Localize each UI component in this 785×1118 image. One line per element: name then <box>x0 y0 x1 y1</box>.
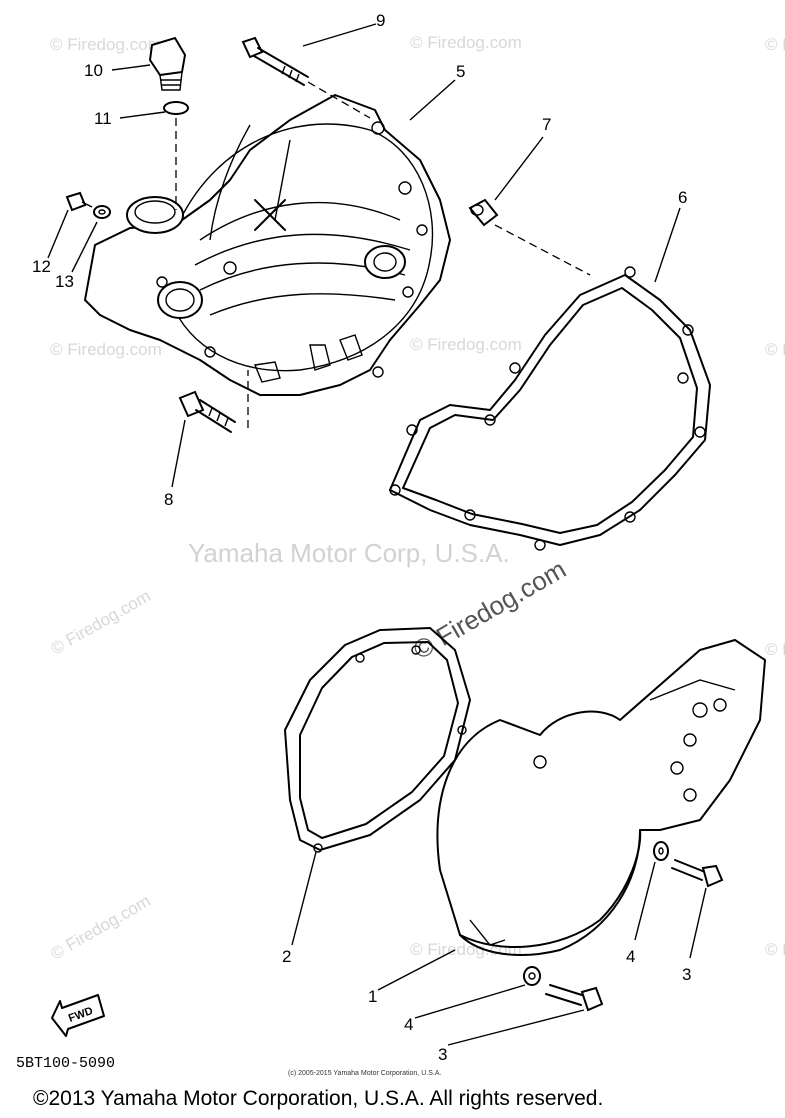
bolt-8 <box>178 370 249 433</box>
crankcase-cover <box>84 94 451 396</box>
watermark-text: © Firedog.com <box>765 340 785 359</box>
washer-4b <box>523 966 541 986</box>
washer-13 <box>93 205 111 219</box>
dowel-pin-7 <box>468 198 591 276</box>
watermark-text: © Firedog.com <box>48 891 154 963</box>
cover-gasket-upper <box>389 266 711 551</box>
watermark-text: © Firedog.com <box>765 35 785 54</box>
watermark-text: © Firedog.com <box>50 35 162 54</box>
cover-gasket-lower <box>284 627 471 853</box>
callout-13: 13 <box>55 272 74 291</box>
diagram-code: 5BT100-5090 <box>16 1055 115 1072</box>
watermark-text: © Firedog.com <box>410 940 522 959</box>
watermark-text: © Firedog.com <box>765 940 785 959</box>
o-ring-11 <box>163 101 189 210</box>
callout-10: 10 <box>84 61 103 80</box>
watermark-layer: © Firedog.com © Firedog.com © Firedog.co… <box>48 33 785 963</box>
watermark-text: © Firedog.com <box>410 335 522 354</box>
watermark-center: © Firedog.com <box>408 554 571 665</box>
callout-12: 12 <box>32 257 51 276</box>
bolt-3b <box>545 984 604 1012</box>
bolt-3a <box>671 859 724 888</box>
watermark-text: © Firedog.com <box>48 586 154 658</box>
callout-4b: 4 <box>404 1015 413 1034</box>
small-copyright: (c) 2005-2015 Yamaha Motor Corporation, … <box>288 1070 441 1077</box>
callout-8: 8 <box>164 490 173 509</box>
callout-6: 6 <box>678 188 687 207</box>
leader-lines <box>47 23 707 1046</box>
watermark-brand: Yamaha Motor Corp, U.S.A. <box>188 538 510 568</box>
callout-3a: 3 <box>682 965 691 984</box>
callout-4a: 4 <box>626 947 635 966</box>
watermark-text: © Firedog.com <box>410 33 522 52</box>
callout-7: 7 <box>542 115 551 134</box>
callout-1: 1 <box>368 987 377 1006</box>
callout-9: 9 <box>376 11 385 30</box>
oil-filler-plug-10 <box>148 36 187 91</box>
callout-2: 2 <box>282 947 291 966</box>
callout-labels: 9 5 7 6 10 11 12 13 8 2 1 4 3 4 3 <box>32 11 691 1064</box>
callout-3b: 3 <box>438 1045 447 1064</box>
crankcase-cover-lower <box>436 639 766 956</box>
callout-5: 5 <box>456 62 465 81</box>
callout-11: 11 <box>94 109 112 128</box>
footer-copyright: ©2013 Yamaha Motor Corporation, U.S.A. A… <box>33 1087 603 1110</box>
watermark-text: © Firedog.com <box>765 640 785 659</box>
bolt-9 <box>241 36 371 119</box>
bolt-12 <box>65 191 93 212</box>
fwd-arrow-icon: FWD <box>51 994 105 1037</box>
watermark-text: © Firedog.com <box>50 340 162 359</box>
washer-4a <box>653 841 669 861</box>
